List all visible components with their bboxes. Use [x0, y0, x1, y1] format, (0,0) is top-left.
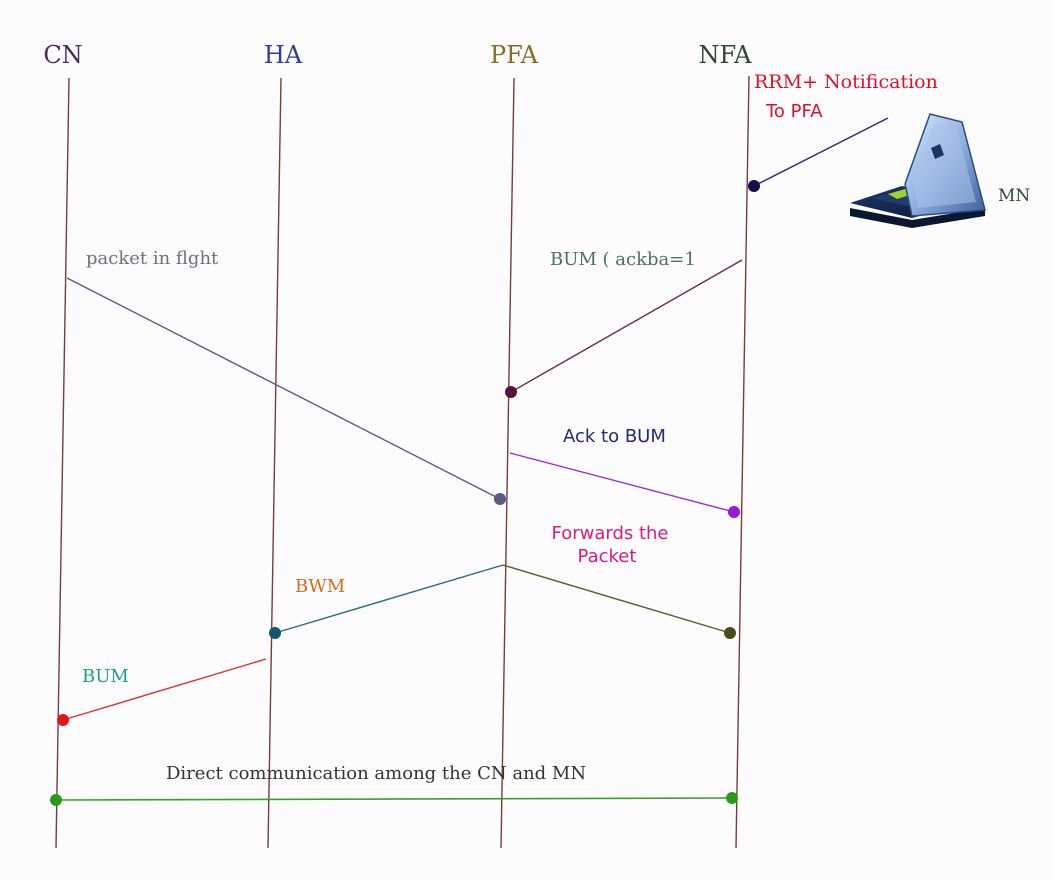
bum-dot	[57, 714, 69, 726]
bum-ack-line	[510, 259, 743, 393]
bwm-label: BWM	[295, 576, 345, 597]
mn-label: MN	[998, 186, 1030, 206]
ack-to-bum-label: Ack to BUM	[563, 426, 666, 447]
bum-line	[62, 658, 267, 721]
bum-ack-dot	[505, 386, 517, 398]
pfa-header: PFA	[490, 41, 539, 69]
rrm-to-pfa-label: To PFA	[765, 101, 823, 122]
direct-communication-dot-cn	[50, 794, 62, 806]
rrm-message-dot	[748, 180, 760, 192]
ack-to-bum-dot	[728, 506, 740, 518]
rrm-notification-label: RRM+ Notification	[754, 71, 938, 93]
laptop-icon	[850, 113, 986, 228]
packet-in-flight-dot	[494, 493, 506, 505]
forwards-line	[502, 564, 731, 634]
bum-ack-label: BUM ( ackba=1	[550, 249, 696, 270]
direct-communication-line	[55, 797, 733, 801]
direct-communication-label: Direct communication among the CN and MN	[166, 763, 586, 784]
nfa-lifeline	[735, 75, 750, 849]
forwards-dot	[724, 627, 736, 639]
cn-lifeline	[55, 77, 70, 849]
cn-header: CN	[43, 41, 82, 69]
ha-header: HA	[264, 41, 303, 69]
packet-in-flight-label: packet in flght	[86, 248, 219, 269]
packet-in-flight-line	[66, 277, 501, 500]
rrm-message-line	[753, 117, 889, 187]
forwards-label-line2: Packet	[578, 546, 637, 567]
direct-communication-dot-nfa	[726, 792, 738, 804]
bwm-line	[274, 564, 504, 634]
bum-label: BUM	[82, 666, 129, 687]
pfa-lifeline	[500, 77, 515, 849]
bwm-dot	[269, 627, 281, 639]
nfa-header: NFA	[699, 41, 753, 69]
forwards-label-line1: Forwards the	[551, 523, 668, 544]
ha-lifeline	[267, 77, 282, 849]
ack-to-bum-line	[509, 452, 735, 513]
